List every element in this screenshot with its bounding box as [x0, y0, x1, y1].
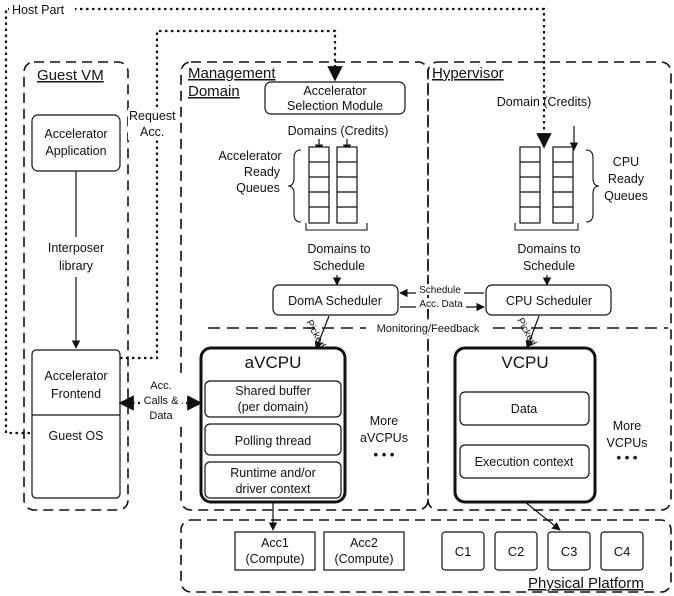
guest-vm-label: Guest VM	[37, 67, 104, 84]
accelerator-frontend-box	[31, 349, 121, 499]
cpu-scheduler-label: CPU Scheduler	[506, 294, 592, 308]
cpu-ready-queues-label-2: Ready	[608, 172, 645, 186]
acc1-box	[234, 531, 316, 571]
cpu-queues-brace	[585, 149, 600, 223]
core-c3-label: C3	[561, 544, 578, 559]
acc-data-label: Acc. Data	[419, 299, 463, 310]
more-vcpus-label-2: VCPUs	[607, 436, 648, 450]
hyp-domains-to-schedule-label-2: Schedule	[523, 259, 575, 273]
acc1-label-2: (Compute)	[245, 552, 304, 566]
management-domain-label-2: Domain	[188, 83, 240, 100]
accelerator-frontend-label-1: Accelerator	[44, 369, 107, 383]
doma-scheduler-label: DomA Scheduler	[288, 294, 382, 308]
accelerator-ready-queues-label-3: Queues	[236, 181, 280, 195]
request-acc-label-1: Request	[129, 109, 176, 123]
cpu-ready-queues-label-3: Queues	[604, 189, 648, 203]
hyp-domains-to-schedule-label-1: Domains to	[517, 242, 580, 256]
selection-module-box	[264, 81, 406, 115]
doma-picked-arrow	[314, 315, 330, 350]
accelerator-queues-brace	[287, 149, 302, 223]
request-acc-label-2: Acc.	[140, 125, 164, 139]
more-avcpus-label-2: aVCPUs	[360, 431, 408, 445]
guest-os-label: Guest OS	[49, 429, 104, 443]
doma-picked-label: Picked	[303, 318, 327, 350]
mgmt-domains-to-schedule-label-2: Schedule	[313, 259, 365, 273]
more-avcpus-ellipsis: • • •	[374, 447, 395, 462]
mgmt-domains-to-schedule-label-1: Domains to	[307, 242, 370, 256]
data-box	[459, 391, 590, 426]
more-avcpus-label-1: More	[370, 414, 399, 428]
core-c1-box	[441, 531, 485, 571]
data-label: Data	[511, 402, 537, 416]
vcpu-title: VCPU	[501, 353, 548, 372]
execution-context-box	[459, 444, 590, 479]
execution-context-label: Execution context	[475, 455, 574, 469]
domains-credits-label: Domains (Credits)	[288, 124, 389, 138]
acc-calls-data-label-2: Calls &	[144, 395, 180, 407]
accelerator-application-box	[31, 114, 121, 172]
selection-module-label-1: Accelerator	[303, 84, 366, 98]
cpu-picked-label: Picked	[514, 316, 538, 348]
hypervisor-label: Hypervisor	[432, 65, 504, 82]
more-vcpus-ellipsis: • • •	[617, 450, 638, 465]
vcpu-to-c3-arrow	[524, 501, 561, 531]
accelerator-queues-bracket	[305, 223, 368, 231]
accelerator-ready-queues	[308, 146, 358, 224]
host-part-line	[4, 7, 552, 435]
hypervisor-region	[427, 61, 672, 511]
acc2-label-2: (Compute)	[334, 552, 393, 566]
polling-thread-box	[204, 423, 342, 456]
acc-calls-data-label-1: Acc.	[150, 380, 171, 392]
cpu-ready-queues-label-1: CPU	[613, 155, 639, 169]
core-c4-box	[600, 531, 644, 571]
shared-buffer-label-1: Shared buffer	[235, 384, 311, 398]
core-c2-box	[494, 531, 538, 571]
selection-module-label-2: Selection Module	[287, 99, 383, 113]
cpu-picked-arrow	[525, 315, 540, 349]
guest-vm-region	[23, 61, 129, 511]
acc2-label-1: Acc2	[350, 536, 378, 550]
core-c1-label: C1	[455, 544, 472, 559]
accelerator-frontend-label-2: Frontend	[51, 387, 101, 401]
monitoring-feedback-label: Monitoring/Feedback	[377, 323, 480, 335]
management-domain-label-1: Management	[188, 65, 276, 82]
shared-buffer-box	[204, 380, 342, 418]
accelerator-application-label-2: Application	[45, 144, 106, 158]
accelerator-application-label-1: Accelerator	[44, 127, 107, 141]
interposer-library-label-1: Interposer	[48, 241, 104, 255]
accelerator-ready-queues-label-1: Accelerator	[218, 149, 281, 163]
doma-scheduler-box	[272, 284, 399, 316]
runtime-driver-label-2: driver context	[235, 482, 311, 496]
shared-buffer-label-2: (per domain)	[238, 400, 309, 414]
polling-thread-label: Polling thread	[235, 434, 311, 448]
core-c2-label: C2	[508, 544, 525, 559]
physical-platform-region	[180, 519, 672, 593]
accelerator-ready-queues-label-2: Ready	[244, 165, 281, 179]
host-part-label: Host Part	[12, 3, 65, 17]
more-vcpus-label-1: More	[613, 419, 642, 433]
core-c3-box	[547, 531, 591, 571]
acc-calls-data-label-3: Data	[149, 410, 173, 422]
acc2-box	[323, 531, 405, 571]
domain-credits-label: Domain (Credits)	[497, 95, 591, 109]
acc1-label-1: Acc1	[261, 536, 289, 550]
schedule-label: Schedule	[419, 285, 461, 296]
cpu-ready-queues	[519, 146, 574, 224]
avcpu-title: aVCPU	[245, 353, 302, 372]
request-acc-line	[120, 29, 343, 360]
core-c4-label: C4	[614, 544, 631, 559]
cpu-scheduler-box	[485, 284, 612, 316]
runtime-driver-box	[204, 461, 342, 499]
cpu-queues-bracket	[514, 223, 579, 231]
interposer-library-label-2: library	[59, 259, 94, 273]
runtime-driver-label-1: Runtime and/or	[230, 466, 315, 480]
physical-platform-label: Physical Platform	[528, 575, 644, 592]
